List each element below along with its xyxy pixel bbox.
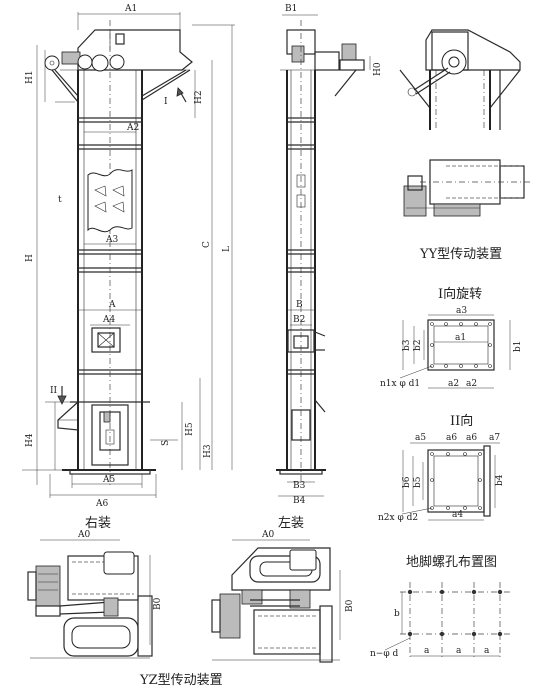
- label-H3: H3: [203, 444, 213, 458]
- label-a5: a5: [415, 433, 426, 443]
- label-A0: A0: [77, 530, 90, 540]
- caption-rotation-I: I向旋转: [438, 286, 482, 302]
- label-A0-2: A0: [261, 530, 274, 540]
- label-A4: A4: [102, 315, 115, 325]
- label-A6: A6: [95, 499, 108, 509]
- label-I: I: [164, 97, 168, 107]
- label-a7: a7: [489, 433, 500, 443]
- caption-bolt-layout: 地脚螺孔布置图: [406, 554, 497, 570]
- label-H1: H1: [25, 70, 35, 84]
- right-mount-view: [22, 12, 235, 498]
- left-mount-view: [276, 14, 371, 497]
- rotation-I-view: [399, 314, 511, 389]
- label-B3: B3: [293, 481, 306, 491]
- label-b1: b1: [513, 341, 523, 353]
- label-b4: b4: [495, 474, 505, 486]
- label-A: A: [108, 300, 116, 310]
- label-a-3: a: [484, 646, 490, 656]
- label-B0-2: B0: [345, 599, 355, 612]
- label-H: H: [25, 254, 35, 262]
- label-b5: b5: [413, 476, 423, 488]
- label-a-2: a: [456, 646, 462, 656]
- label-a2-right: a2: [466, 379, 477, 389]
- label-H0: H0: [373, 62, 383, 76]
- caption-yz-drive: YZ型传动装置: [139, 673, 223, 688]
- label-B: B: [296, 300, 303, 310]
- caption-direction-II: II向: [450, 413, 473, 429]
- label-n-phi-d: n−φ d: [370, 649, 399, 659]
- yy-drive-view: [399, 29, 530, 217]
- label-a4: a4: [452, 510, 463, 520]
- label-H5: H5: [185, 422, 195, 436]
- label-a6-left: a6: [446, 433, 457, 443]
- direction-II-view: [401, 442, 500, 521]
- label-a6-right: a6: [466, 433, 477, 443]
- label-B2: B2: [293, 315, 305, 325]
- label-B4: B4: [293, 496, 306, 506]
- label-A5: A5: [102, 475, 115, 485]
- caption-left-mount: 左装: [278, 516, 304, 531]
- bolt-layout-view: [384, 582, 510, 660]
- label-a1: a1: [455, 333, 466, 343]
- label-L: L: [222, 246, 232, 252]
- label-b6: b6: [402, 476, 412, 488]
- label-b3: b3: [402, 339, 412, 351]
- label-H2: H2: [194, 90, 204, 104]
- label-H4: H4: [25, 433, 35, 447]
- label-A1: A1: [124, 4, 137, 14]
- label-A3: A3: [105, 235, 118, 245]
- label-B0: B0: [153, 597, 163, 610]
- label-t: t: [58, 195, 62, 205]
- label-n2xd2: n2x φ d2: [378, 513, 418, 523]
- label-n1xd1: n1x φ d1: [380, 379, 420, 389]
- label-A2: A2: [126, 123, 139, 133]
- label-B1: B1: [285, 4, 297, 14]
- label-b2: b2: [413, 340, 423, 352]
- label-S: S: [161, 440, 171, 446]
- caption-right-mount: 右装: [85, 516, 111, 531]
- label-II: II: [50, 386, 58, 396]
- label-a3: a3: [456, 306, 467, 316]
- label-a-1: a: [424, 646, 430, 656]
- label-C: C: [202, 241, 212, 248]
- label-a2-left: a2: [448, 379, 459, 389]
- label-b: b: [394, 609, 400, 619]
- yz-drive-view-2: [211, 539, 341, 663]
- motor-icon: [61, 51, 81, 65]
- yz-drive-view-1: [27, 539, 153, 659]
- caption-yy-drive: YY型传动装置: [419, 247, 502, 262]
